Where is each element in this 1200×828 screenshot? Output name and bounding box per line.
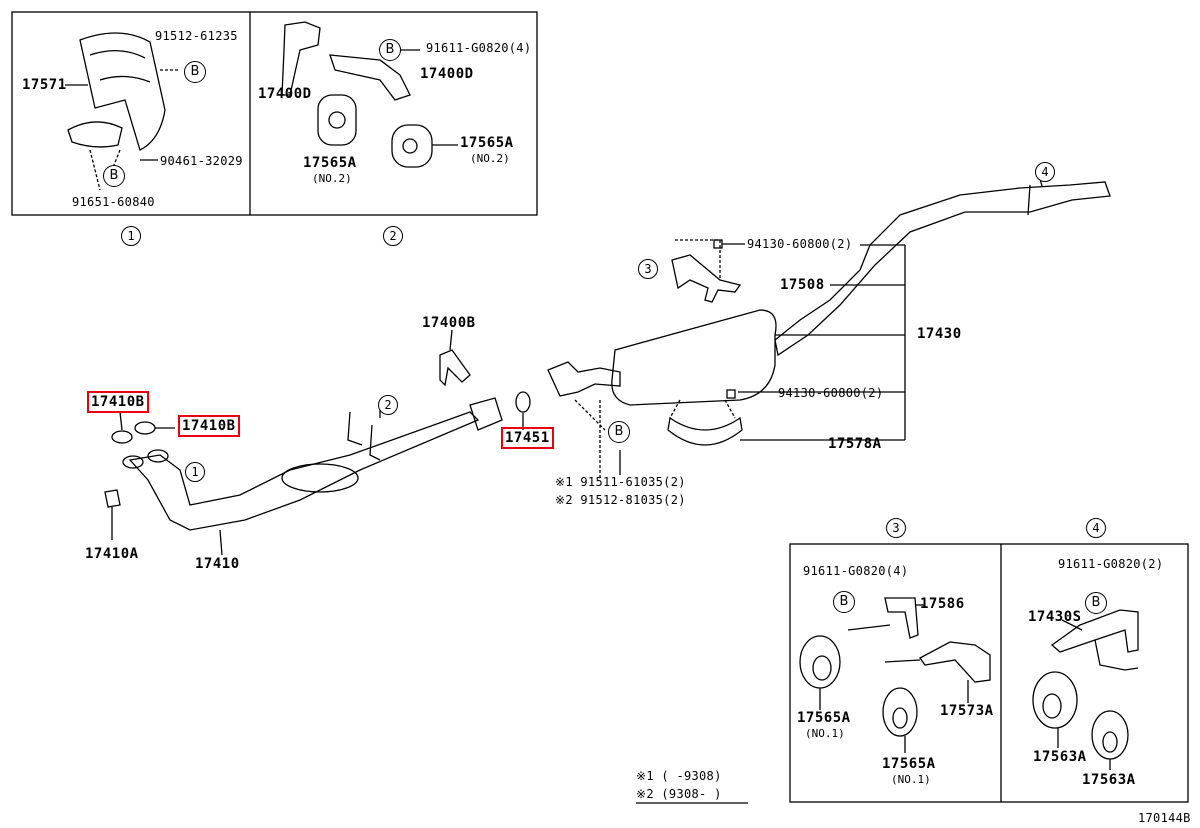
- part-17563a-right[interactable]: 17563A: [1082, 772, 1136, 788]
- part-90461-32029[interactable]: 90461-32029: [160, 154, 243, 168]
- callout-b: B: [833, 591, 855, 613]
- bracket-17586-drawing: [884, 597, 919, 639]
- note-no2-right: (NO.2): [470, 152, 510, 165]
- callout-b: B: [608, 421, 630, 443]
- part-94130-60800-top[interactable]: 94130-60800(2): [747, 237, 853, 251]
- callout-4: 4: [1035, 162, 1055, 182]
- callout-2: 2: [378, 395, 398, 415]
- bracket-drawing-b: [329, 54, 411, 101]
- part-91611-g0820-4-top[interactable]: 91611-G0820(4): [426, 41, 532, 55]
- nut-drawing-17410a: [104, 489, 121, 508]
- bracket-17400b-drawing: [439, 349, 471, 387]
- part-17565a-no1-b[interactable]: 17565A: [882, 756, 936, 772]
- gasket-drawing-2: [134, 421, 156, 435]
- inset-frame-1-2: [11, 11, 538, 216]
- part-17410a[interactable]: 17410A: [85, 546, 139, 562]
- part-17508[interactable]: 17508: [780, 277, 825, 293]
- flange-drawing: [469, 397, 503, 431]
- part-17400b[interactable]: 17400B: [422, 315, 476, 331]
- part-17586[interactable]: 17586: [920, 596, 965, 612]
- part-17410[interactable]: 17410: [195, 556, 240, 572]
- gasket-drawing-1: [111, 430, 133, 444]
- part-17430[interactable]: 17430: [917, 326, 962, 342]
- insulator-17563a-l-drawing: [1032, 671, 1078, 729]
- part-17565a-no2-left[interactable]: 17565A: [303, 155, 357, 171]
- callout-4: 4: [1086, 518, 1106, 538]
- part-91512-81035[interactable]: ※2 91512-81035(2): [555, 493, 686, 507]
- part-91611-g0820-2[interactable]: 91611-G0820(2): [1058, 557, 1164, 571]
- callout-b: B: [103, 165, 125, 187]
- part-17573a[interactable]: 17573A: [940, 703, 994, 719]
- part-17571[interactable]: 17571: [22, 77, 67, 93]
- part-17578a[interactable]: 17578A: [828, 436, 882, 452]
- bracket-17573a-drawing: [919, 641, 991, 683]
- part-17430s[interactable]: 17430S: [1028, 609, 1082, 625]
- legend-note-1: ※1 ( -9308): [636, 769, 722, 783]
- part-91651-60840[interactable]: 91651-60840: [72, 195, 155, 209]
- part-94130-60800-bottom[interactable]: 94130-60800(2): [778, 386, 884, 400]
- part-17410b-highlighted-1[interactable]: 17410B: [87, 391, 149, 413]
- callout-3: 3: [886, 518, 906, 538]
- bracket-17430s-drawing: [1050, 609, 1139, 653]
- insulator-no1b-drawing: [882, 687, 918, 737]
- center-pipe-flange-drawing: [547, 361, 621, 397]
- callout-2: 2: [383, 226, 403, 246]
- inset-frame-3-4: [789, 543, 1189, 803]
- part-17565a-no1-a[interactable]: 17565A: [797, 710, 851, 726]
- callout-b: B: [1085, 592, 1107, 614]
- part-17400d-b[interactable]: 17400D: [420, 66, 474, 82]
- callout-1: 1: [121, 226, 141, 246]
- callout-1: 1: [185, 462, 205, 482]
- insulator-drawing-a: [317, 94, 357, 146]
- note-no1-b: (NO.1): [891, 773, 931, 786]
- bracket-drawing-a: [281, 21, 321, 96]
- callout-b: B: [184, 61, 206, 83]
- note-no2-left: (NO.2): [312, 172, 352, 185]
- part-17563a-left[interactable]: 17563A: [1033, 749, 1087, 765]
- clamp-drawing: [67, 121, 123, 148]
- heat-shield-drawing: [79, 32, 166, 151]
- insulator-drawing-b: [391, 124, 433, 168]
- part-91511-61035[interactable]: ※1 91511-61035(2): [555, 475, 686, 489]
- part-91611-g0820-4-inset3[interactable]: 91611-G0820(4): [803, 564, 909, 578]
- catalyst-drawing: [281, 463, 359, 493]
- callout-b: B: [379, 39, 401, 61]
- part-91512-61235[interactable]: 91512-61235: [155, 29, 238, 43]
- heat-insulator-drawing: [667, 416, 743, 446]
- gasket-17451-drawing: [515, 391, 531, 413]
- part-17451-highlighted[interactable]: 17451: [501, 427, 554, 449]
- legend-note-2: ※2 (9308- ): [636, 787, 722, 801]
- part-17565a-no2-right[interactable]: 17565A: [460, 135, 514, 151]
- part-17410b-highlighted-2[interactable]: 17410B: [178, 415, 240, 437]
- muffler-drawing: [611, 309, 777, 406]
- tail-pipe-drawing: [774, 181, 1111, 357]
- figure-code: 170144B: [1138, 811, 1191, 825]
- hanger-17508-drawing: [671, 254, 742, 303]
- callout-3: 3: [638, 259, 658, 279]
- part-17400d-a[interactable]: 17400D: [258, 86, 312, 102]
- note-no1-a: (NO.1): [805, 727, 845, 740]
